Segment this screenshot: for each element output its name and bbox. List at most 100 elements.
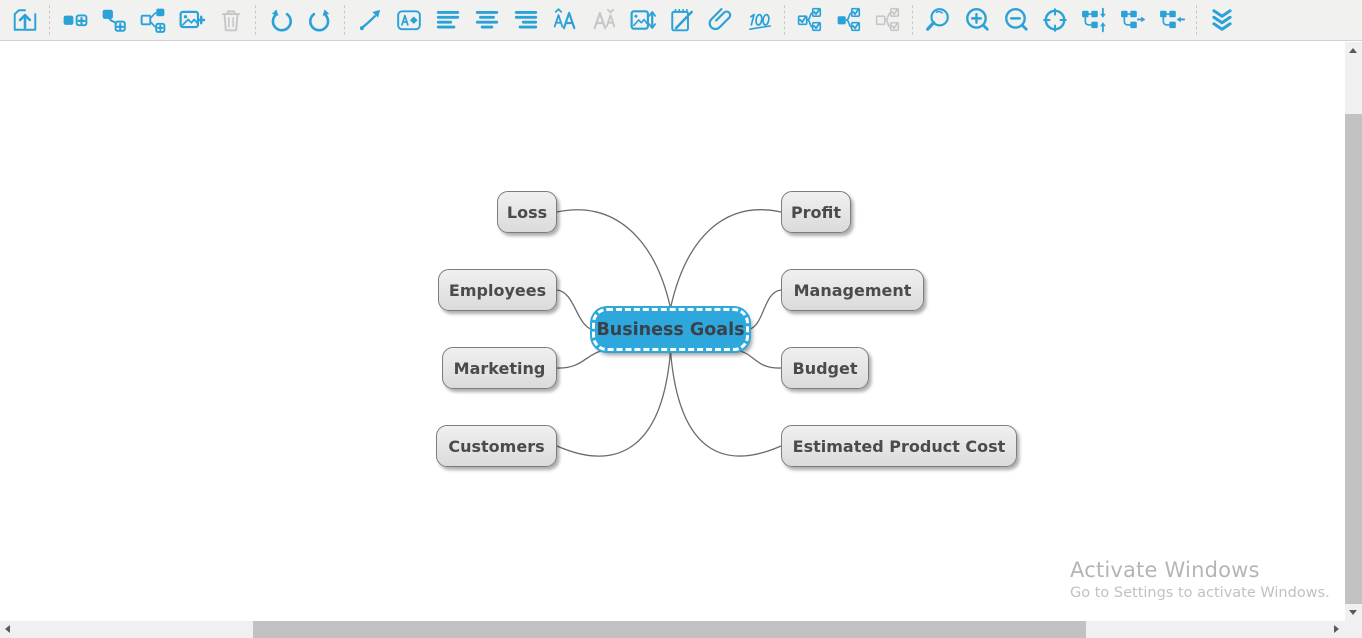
layout-vertical-icon [1081,7,1107,33]
topic-label: Business Goals [596,319,745,340]
toolbar-separator [344,5,345,35]
topic-label: Loss [506,202,548,222]
add-subtopic-icon [101,7,127,33]
increase-font-button[interactable] [545,2,584,38]
scrollbar-corner [1345,621,1362,638]
insert-note-button[interactable] [662,2,701,38]
topic-label: Marketing [453,358,546,378]
insert-image-icon [179,7,205,33]
toolbar-separator [255,5,256,35]
topic-node-budget[interactable]: Budget [781,347,869,389]
resize-image-icon [630,7,656,33]
topic-node-estimated-product-cost[interactable]: Estimated Product Cost [781,425,1017,467]
toolbar [0,0,1362,41]
align-right-button[interactable] [506,2,545,38]
add-topic-icon [62,7,88,33]
layout-left-button[interactable] [1152,2,1191,38]
connector-line [556,289,593,331]
topic-node-profit[interactable]: Profit [781,191,851,233]
topic-label: Customers [448,436,545,456]
topic-label: Management [793,280,912,300]
task-checkbox-branch-off-button [868,2,907,38]
topic-label: Employees [448,280,547,300]
connector-line [739,350,782,369]
add-topic-button[interactable] [55,2,94,38]
central-topic-node-business-goals[interactable]: Business Goals [592,308,749,351]
layout-left-icon [1159,7,1185,33]
topic-node-loss[interactable]: Loss [497,191,557,233]
add-subtopic-button[interactable] [94,2,133,38]
mindmap-canvas[interactable]: Activate Windows Go to Settings to activ… [0,42,1345,621]
zoom-in-button[interactable] [957,2,996,38]
open-document-icon [12,7,38,33]
vertical-scrollbar[interactable] [1345,42,1362,621]
layout-right-button[interactable] [1113,2,1152,38]
toolbar-separator [1196,5,1197,35]
topic-node-marketing[interactable]: Marketing [442,347,557,389]
layout-vertical-button[interactable] [1074,2,1113,38]
zoom-out-icon [1003,7,1029,33]
windows-activation-watermark: Activate Windows Go to Settings to activ… [1070,558,1330,601]
collapse-toolbar-icon [1209,7,1235,33]
toolbar-separator [49,5,50,35]
insert-relationship-icon [357,7,383,33]
delete-topic-button [211,2,250,38]
topic-label: Estimated Product Cost [792,436,1006,456]
undo-button[interactable] [261,2,300,38]
align-left-icon [435,7,461,33]
insert-image-button[interactable] [172,2,211,38]
scroll-up-arrow-icon[interactable] [1349,48,1357,53]
connector-line [748,289,782,331]
horizontal-scrollbar-thumb[interactable] [253,621,1086,638]
align-left-button[interactable] [428,2,467,38]
task-checkbox-branch-filled-button[interactable] [829,2,868,38]
topic-node-customers[interactable]: Customers [436,425,557,467]
collapse-toolbar-button[interactable] [1202,2,1241,38]
connector-line [556,350,602,369]
task-checkbox-branch-button[interactable] [790,2,829,38]
add-floating-topic-button[interactable] [133,2,172,38]
topic-label: Budget [792,358,858,378]
redo-button[interactable] [300,2,339,38]
center-map-button[interactable] [1035,2,1074,38]
toolbar-separator [784,5,785,35]
add-floating-topic-icon [140,7,166,33]
topic-style-icon [396,7,422,33]
insert-relationship-button[interactable] [350,2,389,38]
topic-node-management[interactable]: Management [781,269,924,311]
zoom-in-icon [964,7,990,33]
topic-label: Profit [790,202,842,222]
task-checkbox-branch-off-icon [875,7,901,33]
insert-number-button[interactable] [740,2,779,38]
zoom-tool-button[interactable] [918,2,957,38]
delete-topic-icon [218,7,244,33]
increase-font-icon [552,7,578,33]
insert-attachment-button[interactable] [701,2,740,38]
connector-layer [556,209,782,457]
task-checkbox-branch-filled-icon [836,7,862,33]
scroll-left-arrow-icon[interactable] [5,625,10,633]
connector-line [556,350,672,457]
scroll-right-arrow-icon[interactable] [1334,625,1339,633]
zoom-out-button[interactable] [996,2,1035,38]
vertical-scrollbar-thumb[interactable] [1345,114,1362,604]
topic-style-button[interactable] [389,2,428,38]
layout-right-icon [1120,7,1146,33]
scroll-down-arrow-icon[interactable] [1349,610,1357,615]
align-center-button[interactable] [467,2,506,38]
connector-line [669,350,782,457]
toolbar-separator [912,5,913,35]
watermark-title: Activate Windows [1070,558,1260,582]
connector-line [669,209,782,309]
horizontal-scrollbar[interactable] [0,621,1345,638]
decrease-font-icon [591,7,617,33]
task-checkbox-branch-icon [797,7,823,33]
undo-icon [268,7,294,33]
zoom-tool-icon [925,7,951,33]
connector-line [556,209,672,309]
resize-image-button[interactable] [623,2,662,38]
open-document-button[interactable] [5,2,44,38]
redo-icon [307,7,333,33]
topic-node-employees[interactable]: Employees [438,269,557,311]
insert-number-icon [747,7,773,33]
